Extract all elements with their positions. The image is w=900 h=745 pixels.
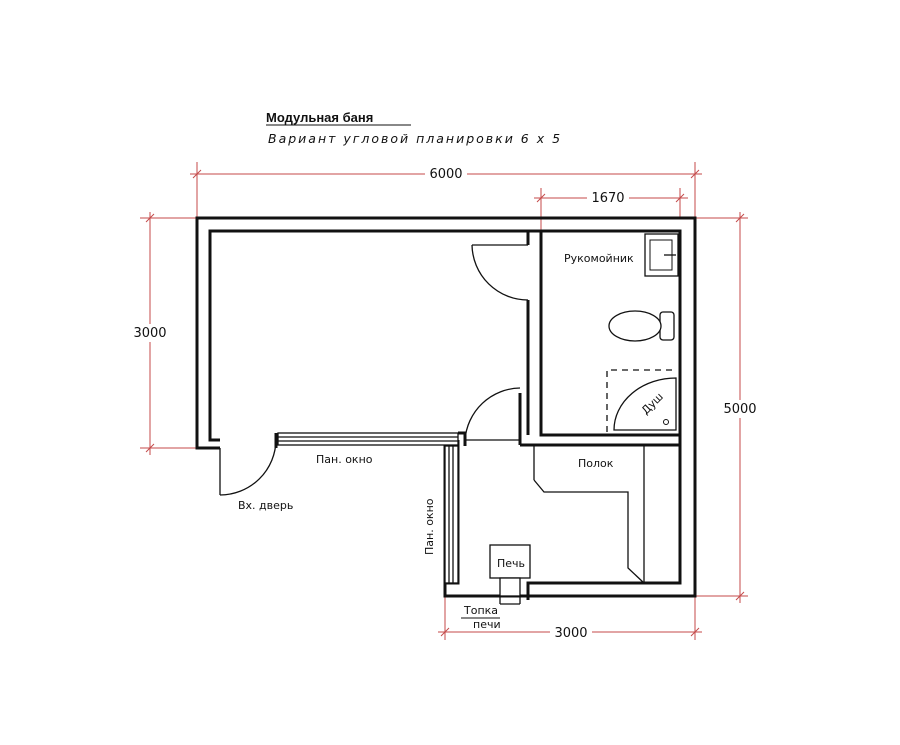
plan-title: Модульная баня xyxy=(266,110,373,125)
bench xyxy=(533,445,645,584)
walls xyxy=(195,216,697,600)
toilet-icon xyxy=(608,310,675,342)
dimension-total-width: 6000 xyxy=(190,162,702,218)
plan-subtitle: Вариант угловой планировки 6 х 5 xyxy=(268,131,562,146)
dim-total-width-label: 6000 xyxy=(429,167,462,182)
washbasin-icon xyxy=(644,233,679,277)
entrance-door-label: Вх. дверь xyxy=(238,499,293,512)
firebox-sub-label: печи xyxy=(473,618,501,631)
firebox-label: Топка xyxy=(463,604,498,617)
bench-label: Полок xyxy=(578,457,614,470)
panoramic-window-2-label: Пан. окно xyxy=(423,498,436,555)
dimension-right-height: 5000 xyxy=(695,212,761,603)
dim-bottom-width-label: 3000 xyxy=(554,626,587,641)
panoramic-window-vertical xyxy=(444,445,459,584)
dim-right-height-label: 5000 xyxy=(723,402,756,417)
dimension-bathroom-width: 1670 xyxy=(534,188,688,232)
dimension-bottom-width: 3000 xyxy=(438,596,702,641)
washbasin-label: Рукомойник xyxy=(564,252,634,265)
bathroom-door xyxy=(471,244,529,301)
dimension-left-height: 3000 xyxy=(129,212,205,455)
dim-bathroom-width-label: 1670 xyxy=(591,191,624,206)
panoramic-window-1-label: Пан. окно xyxy=(316,453,373,466)
stove-label: Печь xyxy=(497,557,525,570)
sauna-door xyxy=(464,387,521,441)
stove xyxy=(489,544,531,605)
entrance-door xyxy=(219,439,277,496)
panoramic-window-horizontal xyxy=(277,432,459,446)
dim-left-height-label: 3000 xyxy=(133,326,166,341)
shower-icon xyxy=(606,369,677,432)
